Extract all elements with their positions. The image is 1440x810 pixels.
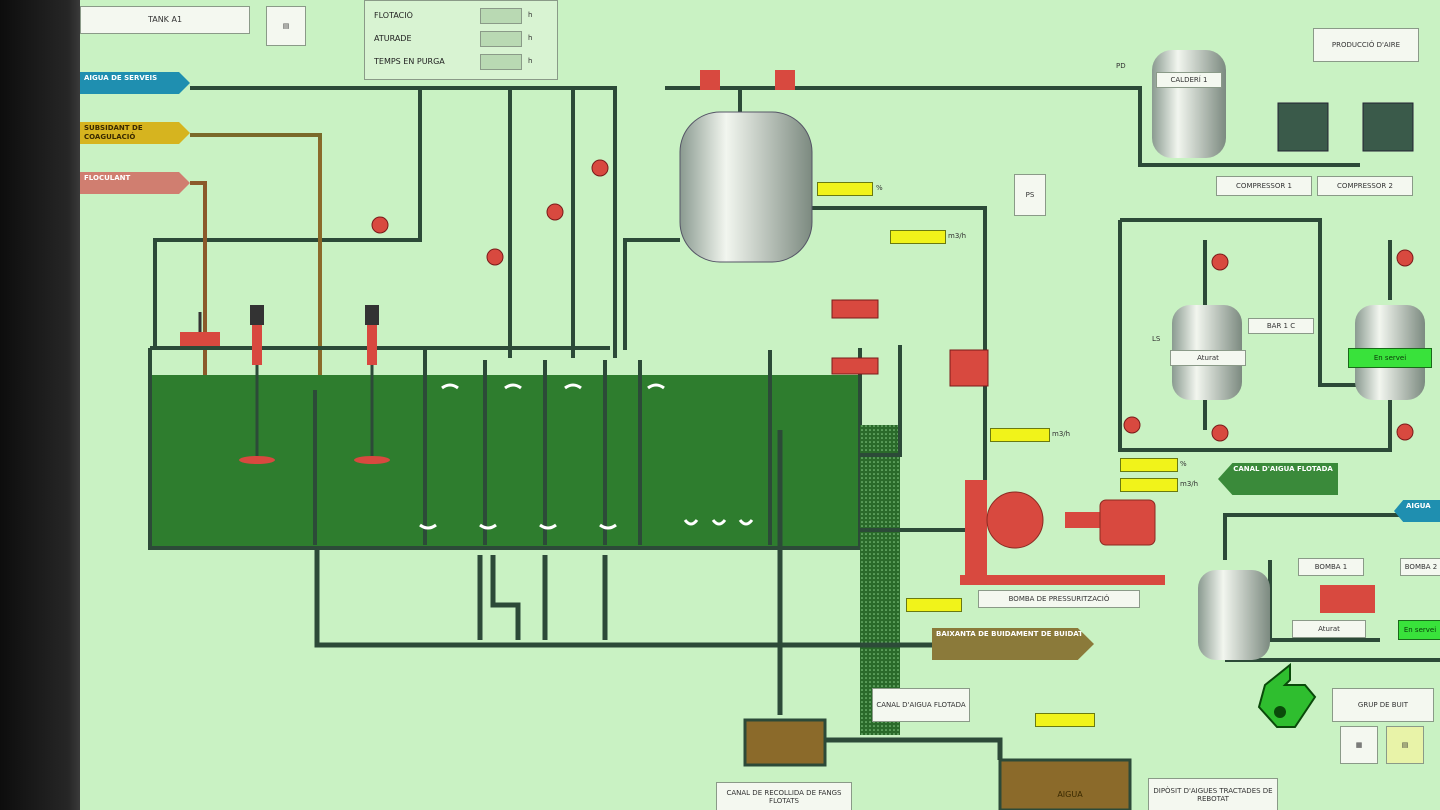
pressurization-pump xyxy=(960,480,1165,585)
pd-label: PD xyxy=(1116,62,1126,70)
pressure-indicator-2-unit: m3/h xyxy=(1180,480,1199,488)
param-label-aturade: ATURADE xyxy=(374,34,412,43)
lower-pump xyxy=(1320,585,1375,613)
aerators xyxy=(419,383,754,530)
sludge-tank xyxy=(743,718,827,767)
dosing-valve xyxy=(180,312,220,346)
boiler-vessel xyxy=(1152,50,1226,158)
tank-menu-button[interactable]: ▤ xyxy=(266,6,306,46)
flotation-params-panel xyxy=(364,0,558,80)
param-input-purga[interactable] xyxy=(480,54,522,70)
compressors xyxy=(1277,102,1414,152)
tank-baffles xyxy=(150,346,772,545)
floated-channel-label: CANAL D'AIGUA FLOTADA xyxy=(872,688,970,722)
treated-tank xyxy=(998,758,1132,810)
monitor-bezel xyxy=(0,0,80,810)
filter-info-box[interactable]: BAR 1 C xyxy=(1248,318,1314,334)
mixer-2 xyxy=(354,305,390,464)
sludge-channel-label: CANAL DE RECOLLIDA DE FANGS FLOTATS xyxy=(716,782,852,810)
compressor-1-button[interactable]: COMPRESSOR 1 xyxy=(1216,176,1312,196)
treated-store-label: DIPÒSIT D'AIGUES TRACTADES DE REBOTAT xyxy=(1148,778,1278,810)
right-side-tag[interactable]: AIGUA xyxy=(1394,500,1440,522)
air-flow-indicator xyxy=(890,230,946,244)
pressure-indicator-1 xyxy=(1120,458,1178,472)
inlet-water-tag[interactable]: AIGUA DE SERVEIS xyxy=(80,72,190,94)
air-flow-unit: m3/h xyxy=(948,232,967,240)
mixer-1 xyxy=(239,305,275,464)
param-label-purga: TEMPS EN PURGA xyxy=(374,57,445,66)
drain-piping xyxy=(314,430,1003,760)
pressurization-vessel xyxy=(679,111,813,263)
lower-vessel xyxy=(1198,570,1270,660)
pump-flow-unit: m3/h xyxy=(1052,430,1071,438)
pump-flow-indicator xyxy=(990,428,1050,442)
tank-label-box: TANK A1 xyxy=(80,6,250,34)
filter-2-state[interactable]: En servei xyxy=(1348,348,1432,368)
pipe-valves xyxy=(371,159,1414,442)
air-valves xyxy=(700,70,795,90)
inlet-flocculant-tag[interactable]: FLOCULANT xyxy=(80,172,190,194)
inlet-coagulant-tag[interactable]: SUBSIDANT DE COAGULACIÓ xyxy=(80,122,190,144)
inlet-piping xyxy=(153,86,617,520)
side-nav-button-2[interactable]: ▤ xyxy=(1386,726,1424,764)
treated-tank-label: AIGUA xyxy=(1057,790,1083,799)
filter-ls-label: LS xyxy=(1152,335,1161,343)
param-input-aturade[interactable] xyxy=(480,31,522,47)
drain-pipe-tag[interactable]: BAIXANTA DE BUIDAMENT DE BUIDAT xyxy=(932,628,1094,660)
process-diagram xyxy=(148,50,1440,810)
boiler-label: CALDERÍ 1 xyxy=(1156,72,1222,88)
pump-2-state[interactable]: En servei xyxy=(1398,620,1440,640)
channel-logo xyxy=(1257,662,1317,728)
scada-screen: TANK A1 ▤ FLOTACIÓ h ATURADE h TEMPS EN … xyxy=(80,0,1440,810)
pump-2-label[interactable]: BOMBA 2 xyxy=(1400,558,1440,576)
pressure-indicator-1-unit: % xyxy=(1180,460,1187,468)
compressor-2-button[interactable]: COMPRESSOR 2 xyxy=(1317,176,1413,196)
pressure-indicator-2 xyxy=(1120,478,1178,492)
vessel-level-indicator xyxy=(817,182,873,196)
ps-sensor[interactable]: PS xyxy=(1014,174,1046,216)
side-nav-button-1[interactable]: ▦ xyxy=(1340,726,1378,764)
pump-1-state[interactable]: Aturat xyxy=(1292,620,1366,638)
vacuum-group-button[interactable]: GRUP DE BUIT xyxy=(1332,688,1434,722)
pump-output-indicator xyxy=(906,598,962,612)
air-production-button[interactable]: PRODUCCIÓ D'AIRE xyxy=(1313,28,1419,62)
filter-tanks xyxy=(1118,218,1440,662)
param-unit-purga: h xyxy=(528,57,533,65)
store-level-indicator xyxy=(1035,713,1095,727)
param-input-flotacio[interactable] xyxy=(480,8,522,24)
param-unit-flotacio: h xyxy=(528,11,533,19)
param-label-flotacio: FLOTACIÓ xyxy=(374,11,413,20)
pump-1-label[interactable]: BOMBA 1 xyxy=(1298,558,1364,576)
filter-1-state[interactable]: Aturat xyxy=(1170,350,1246,366)
param-unit-aturade: h xyxy=(528,34,533,42)
vessel-level-unit: % xyxy=(876,184,883,192)
pressurization-pump-label[interactable]: BOMBA DE PRESSURITZACIÓ xyxy=(978,590,1140,608)
outlet-chamber xyxy=(860,425,900,735)
floated-water-channel-tag[interactable]: CANAL D'AIGUA FLOTADA xyxy=(1218,463,1338,495)
